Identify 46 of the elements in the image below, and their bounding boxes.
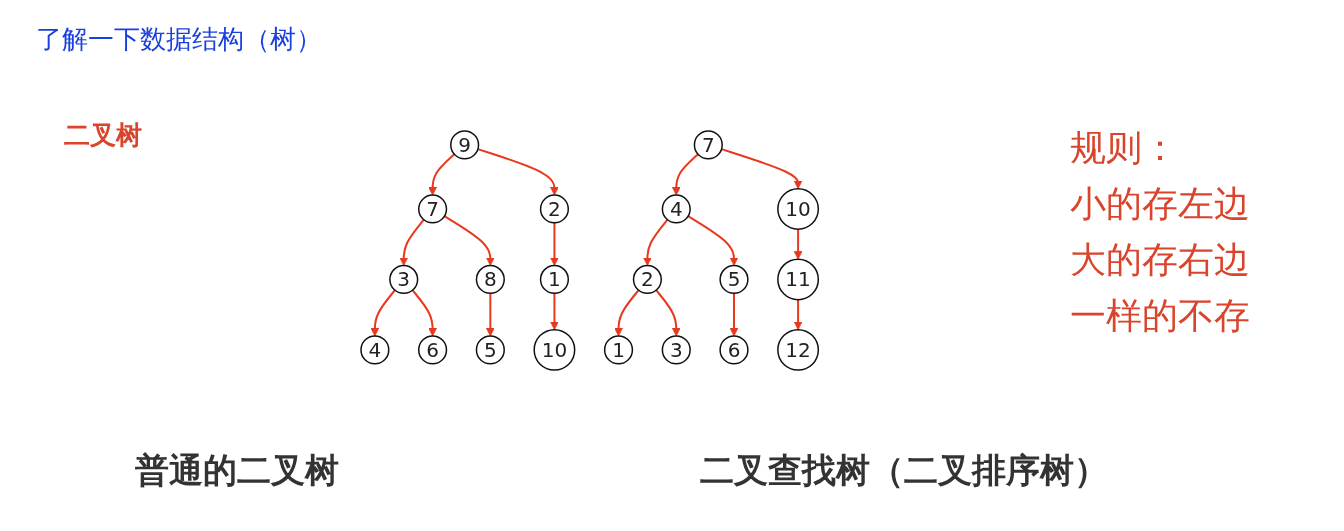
node-circle: 1 <box>604 335 634 365</box>
node-circle: 3 <box>662 335 692 365</box>
node-circle: 12 <box>777 328 820 371</box>
node-circle: 10 <box>777 188 820 230</box>
node-circle: 8 <box>476 264 506 295</box>
node-circle: 7 <box>418 194 448 224</box>
node-circle: 2 <box>540 194 570 224</box>
arrow <box>794 298 803 331</box>
rule-text: 一样的不存 <box>1070 294 1250 338</box>
node-circle: 4 <box>360 335 390 365</box>
arrow <box>370 289 397 337</box>
arrow <box>399 218 426 266</box>
node-circle: 3 <box>389 264 419 295</box>
node-circle: 9 <box>450 130 480 160</box>
node-circle: 10 <box>533 328 576 371</box>
node-circle: 2 <box>633 264 663 295</box>
node-circle: 4 <box>662 194 692 224</box>
tree-caption: 普通的二叉树 <box>135 450 339 490</box>
arrow <box>672 153 700 196</box>
arrow <box>794 228 803 260</box>
node-circle: 1 <box>540 264 570 295</box>
node-circle: 11 <box>777 258 820 301</box>
arrow <box>443 215 496 266</box>
arrow <box>614 289 640 337</box>
node-circle: 7 <box>694 130 724 160</box>
rule-text: 大的存右边 <box>1070 238 1250 282</box>
section-heading: 二叉树 <box>64 120 142 150</box>
rules-heading: 规则： <box>1070 126 1179 170</box>
node-circle: 5 <box>476 335 506 365</box>
arrow <box>477 148 560 196</box>
arrow <box>550 221 560 266</box>
tree-caption: 二叉查找树（二叉排序树） <box>700 450 1108 490</box>
arrow <box>687 215 739 266</box>
arrow <box>411 289 438 337</box>
arrow <box>720 148 803 190</box>
arrow <box>655 289 681 337</box>
rule-text: 小的存左边 <box>1070 182 1250 226</box>
arrow <box>486 292 496 337</box>
node-circle: 6 <box>418 335 448 365</box>
node-circle: 6 <box>719 335 749 365</box>
title: 了解一下数据结构（树） <box>36 23 322 56</box>
arrow <box>729 292 739 337</box>
arrow <box>428 153 456 196</box>
arrow <box>550 292 560 331</box>
arrow <box>643 218 669 266</box>
node-circle: 5 <box>719 264 749 295</box>
